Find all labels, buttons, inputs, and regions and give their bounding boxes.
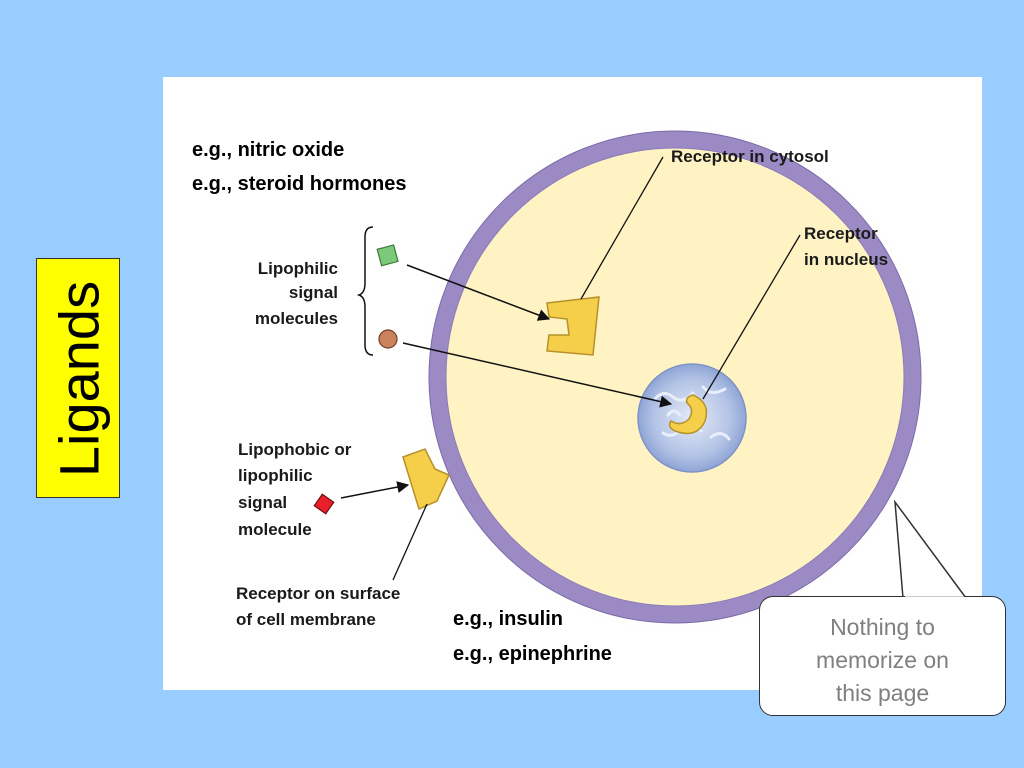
lipophilic-molecule-circle [378, 329, 398, 349]
note-callout: Nothing to memorize on this page [759, 596, 1006, 716]
lipophobic-molecule [313, 493, 335, 515]
example-epinephrine: e.g., epinephrine [453, 643, 612, 665]
pointer-cytosol-receptor [580, 156, 664, 300]
cytosol-receptor [546, 296, 600, 356]
example-steroid-hormones: e.g., steroid hormones [192, 173, 407, 195]
label-lipophobic-1: Lipophobic or [238, 440, 352, 459]
lipophilic-molecule-square [376, 244, 399, 267]
example-insulin: e.g., insulin [453, 608, 564, 630]
arrow-to-nuclear-receptor [402, 342, 673, 408]
label-receptor-nucleus-2: in nucleus [804, 250, 889, 269]
example-nitric-oxide: e.g., nitric oxide [192, 139, 345, 161]
label-lipophobic-4: molecule [238, 520, 312, 539]
note-callout-text: Nothing to memorize on this page [816, 614, 949, 706]
label-lipophilic-3: molecules [254, 309, 338, 328]
label-receptor-cytosol: Receptor in cytosol [671, 147, 829, 166]
label-surface-receptor-2: of cell membrane [236, 610, 376, 629]
ligands-title: Ligands [47, 280, 111, 478]
surface-receptor [402, 448, 451, 511]
label-lipophilic-2: signal [288, 283, 338, 302]
pointer-nuclear-receptor [702, 234, 801, 400]
label-lipophobic-3: signal [238, 493, 288, 512]
label-lipophobic-2: lipophilic [238, 466, 313, 485]
cell-signaling-figure: e.g., nitric oxide e.g., steroid hormone… [163, 77, 982, 690]
label-surface-receptor-1: Receptor on surface [236, 584, 401, 603]
molecule-brace [356, 226, 374, 356]
arrow-to-surface-receptor [340, 481, 410, 499]
ligands-title-box: Ligands [36, 258, 120, 498]
label-lipophilic-1: Lipophilic [257, 259, 338, 278]
label-receptor-nucleus-1: Receptor [804, 224, 878, 243]
arrow-to-cytosol-receptor [406, 264, 551, 321]
nuclear-receptor [668, 394, 708, 435]
cell-diagram [313, 115, 937, 639]
pointer-surface-receptor [392, 503, 428, 581]
